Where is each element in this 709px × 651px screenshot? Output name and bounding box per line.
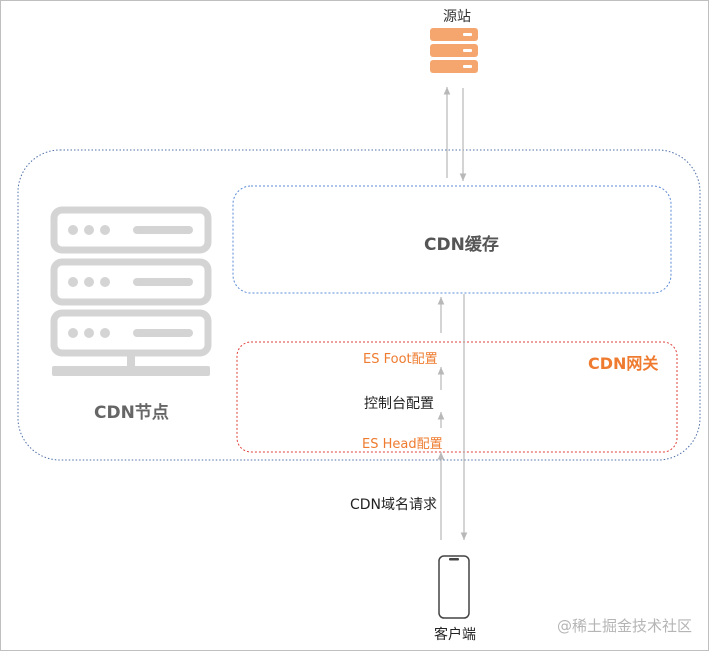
es-foot-config-label: ES Foot配置 xyxy=(363,352,438,367)
console-config-label: 控制台配置 xyxy=(364,396,434,412)
cdn-cache-label: CDN缓存 xyxy=(424,235,499,255)
origin-label: 源站 xyxy=(443,9,471,25)
cdn-node-server-icon xyxy=(50,206,212,376)
cdn-gateway-box xyxy=(236,341,678,453)
es-head-config-label: ES Head配置 xyxy=(362,437,443,452)
cdn-cache-box xyxy=(232,185,672,294)
watermark: @稀土掘金技术社区 xyxy=(557,617,693,635)
client-label: 客户端 xyxy=(434,627,476,643)
cdn-node-container xyxy=(17,149,701,461)
origin-server-icon xyxy=(430,28,478,73)
cdn-node-label: CDN节点 xyxy=(94,403,169,423)
phone-icon xyxy=(438,555,470,619)
cdn-request-label: CDN域名请求 xyxy=(350,497,438,513)
flow-arrows xyxy=(437,87,468,540)
cdn-gateway-label: CDN网关 xyxy=(588,354,659,373)
